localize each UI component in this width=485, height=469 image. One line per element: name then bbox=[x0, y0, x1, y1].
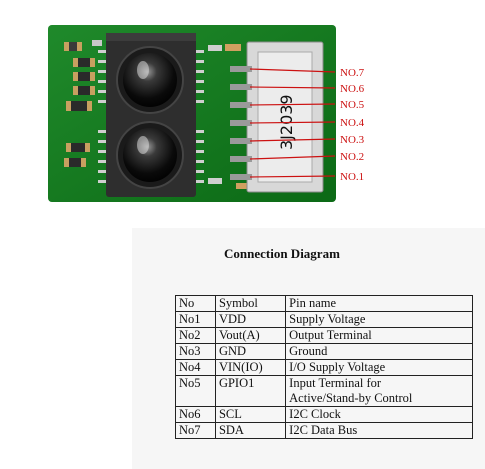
cell-pin-name-line1: Input Terminal for bbox=[289, 376, 382, 390]
cell-pin-name: Ground bbox=[285, 343, 473, 360]
pin-leader-lines bbox=[249, 68, 336, 178]
header-pin-name: Pin name bbox=[285, 295, 473, 312]
table-row: No2 Vout(A) Output Terminal bbox=[175, 327, 473, 344]
table-row: No1 VDD Supply Voltage bbox=[175, 311, 473, 328]
lens-top-highlight bbox=[137, 61, 149, 79]
cell-symbol: Vout(A) bbox=[214, 327, 287, 344]
lens-bottom bbox=[123, 128, 177, 182]
cell-symbol: VIN(IO) bbox=[214, 359, 287, 376]
header-no: No bbox=[175, 295, 216, 312]
pin-label-no7: NO.7 bbox=[340, 67, 365, 79]
table-row: No3 GND Ground bbox=[175, 343, 473, 360]
pin-label-no3: NO.3 bbox=[340, 134, 365, 146]
cell-no: No2 bbox=[175, 327, 216, 344]
cell-symbol: SDA bbox=[214, 422, 287, 439]
cell-symbol: GPIO1 bbox=[214, 375, 287, 407]
table-row: No6 SCL I2C Clock bbox=[175, 406, 473, 423]
cell-no: No4 bbox=[175, 359, 216, 376]
table-header-row: No Symbol Pin name bbox=[175, 295, 473, 312]
cell-pin-name: Input Terminal for Active/Stand-by Contr… bbox=[285, 375, 473, 407]
cell-pin-name: Supply Voltage bbox=[285, 311, 473, 328]
pin-label-no6: NO.6 bbox=[340, 83, 365, 95]
table-row: No5 GPIO1 Input Terminal for Active/Stan… bbox=[175, 375, 473, 407]
cell-pin-name: I2C Clock bbox=[285, 406, 473, 423]
cell-no: No3 bbox=[175, 343, 216, 360]
pin-label-no4: NO.4 bbox=[340, 117, 365, 129]
cell-pin-name-line2: Active/Stand-by Control bbox=[289, 391, 413, 405]
cell-pin-name: I2C Data Bus bbox=[285, 422, 473, 439]
pin-label-no2: NO.2 bbox=[340, 151, 364, 163]
sensor-module-photo: 3J2039 NO.7 NO.6 NO.5 NO.4 NO.3 NO.2 NO.… bbox=[48, 25, 365, 202]
table-row: No4 VIN(IO) I/O Supply Voltage bbox=[175, 359, 473, 376]
pin-table: No Symbol Pin name No1 VDD Supply Voltag… bbox=[175, 295, 473, 439]
connector-pins bbox=[230, 66, 252, 180]
sensor-body-top-edge bbox=[106, 33, 196, 41]
sensor-leads bbox=[98, 50, 204, 183]
cell-no: No5 bbox=[175, 375, 216, 407]
pin-label-no5: NO.5 bbox=[340, 99, 365, 111]
cell-symbol: VDD bbox=[214, 311, 287, 328]
diagram-title: Connection Diagram bbox=[224, 246, 340, 261]
pin-label-no1: NO.1 bbox=[340, 171, 364, 183]
cell-no: No1 bbox=[175, 311, 216, 328]
cell-no: No7 bbox=[175, 422, 216, 439]
connector-slot bbox=[257, 51, 313, 183]
cell-symbol: SCL bbox=[214, 406, 287, 423]
cell-pin-name: I/O Supply Voltage bbox=[285, 359, 473, 376]
cell-pin-name: Output Terminal bbox=[285, 327, 473, 344]
lens-top bbox=[123, 53, 177, 107]
header-symbol: Symbol bbox=[214, 295, 287, 312]
lens-bottom-highlight bbox=[137, 136, 149, 154]
cell-no: No6 bbox=[175, 406, 216, 423]
table-row: No7 SDA I2C Data Bus bbox=[175, 422, 473, 439]
cell-symbol: GND bbox=[214, 343, 287, 360]
smd-components-left bbox=[64, 40, 102, 167]
smd-components-right bbox=[208, 44, 250, 189]
